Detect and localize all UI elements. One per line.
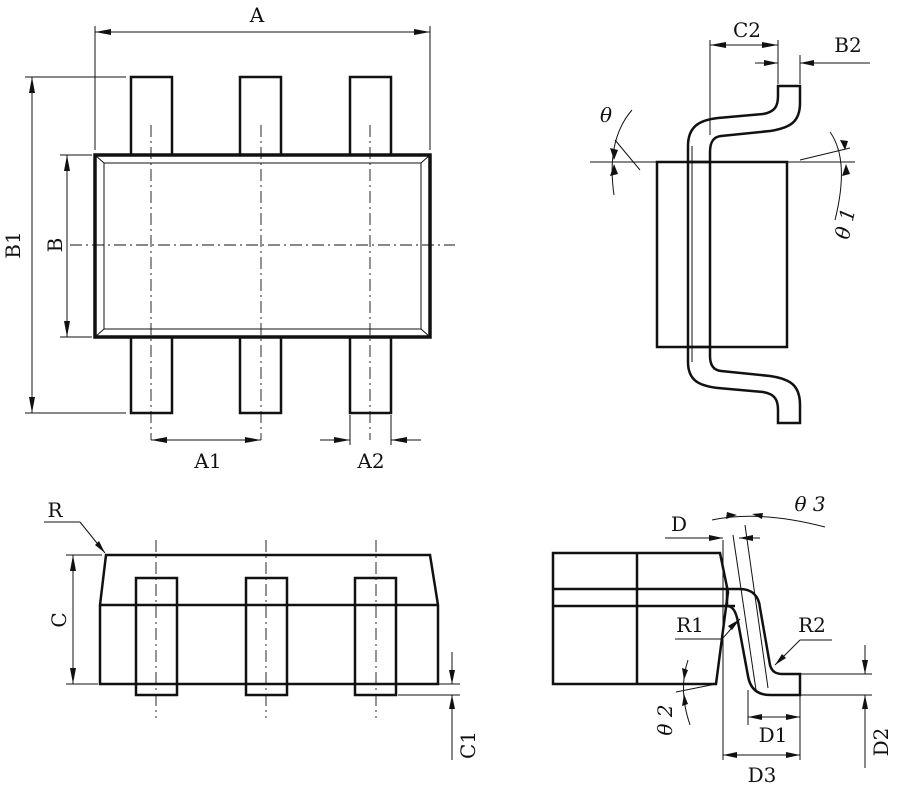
side-lead-bottom <box>686 345 802 425</box>
dimension-A: A <box>94 3 431 150</box>
label-R1: R1 <box>676 613 704 637</box>
label-A: A <box>249 3 265 27</box>
side-body <box>655 160 789 349</box>
radius-R: R <box>44 498 106 554</box>
label-B2: B2 <box>834 33 861 57</box>
label-B1: B1 <box>1 231 25 258</box>
lead-top-1 <box>129 75 174 159</box>
radius-R1: R1 <box>675 613 741 640</box>
label-D2: D2 <box>869 728 893 757</box>
detail-lead <box>725 587 802 697</box>
dimension-C: C <box>47 554 102 685</box>
front-lead-1 <box>134 576 179 697</box>
angle-theta1: θ 1 <box>787 131 860 241</box>
lead-bottom-1 <box>129 331 174 415</box>
label-theta2: θ 2 <box>653 704 677 735</box>
label-A1: A1 <box>193 449 221 473</box>
detail-view: D θ 3 R1 R2 θ <box>551 492 893 787</box>
lead-bottom-2 <box>238 331 283 415</box>
lead-top-2 <box>238 75 283 159</box>
dimension-C2: C2 <box>709 18 779 135</box>
label-B: B <box>43 238 67 253</box>
lead-bottom-3 <box>348 331 393 415</box>
construction-line <box>744 524 769 689</box>
bevel-line <box>94 154 105 164</box>
radius-R2: R2 <box>774 613 832 666</box>
label-C1: C1 <box>456 731 480 759</box>
label-theta1: θ 1 <box>830 206 860 241</box>
label-R: R <box>47 498 63 522</box>
bevel-line <box>420 154 431 164</box>
dimension-A2: A2 <box>320 415 421 473</box>
side-view: C2 B2 θ θ 1 <box>590 18 870 425</box>
bevel-line <box>94 328 105 338</box>
angle-theta3: θ 3 <box>711 492 826 528</box>
detail-body <box>551 551 730 686</box>
lead-top-3 <box>348 75 393 159</box>
dimension-B2: B2 <box>755 33 870 84</box>
dimension-D3: D3 <box>723 752 800 787</box>
label-D3: D3 <box>748 763 777 787</box>
dimension-D1: D1 <box>748 714 800 747</box>
front-lead-2 <box>244 576 289 697</box>
front-view: R C C1 <box>44 498 480 760</box>
dimension-A1: A1 <box>151 437 261 473</box>
dimension-D2: D2 <box>800 645 893 768</box>
dimension-B: B <box>43 154 92 338</box>
top-body-outer <box>93 153 432 339</box>
dimension-D: D <box>665 512 760 541</box>
label-D1: D1 <box>759 723 788 747</box>
dimension-B1: B1 <box>1 76 126 414</box>
front-lead-3 <box>353 576 398 697</box>
side-lead-top <box>686 84 802 164</box>
label-theta: θ <box>600 103 612 127</box>
bevel-line <box>420 328 431 338</box>
label-C: C <box>47 612 71 627</box>
angle-theta2: θ 2 <box>653 659 717 736</box>
construction-line <box>732 534 757 691</box>
dimension-C1: C1 <box>398 652 480 760</box>
front-body <box>98 553 440 686</box>
label-theta3: θ 3 <box>794 492 825 516</box>
label-A2: A2 <box>356 449 384 473</box>
top-body-inner <box>103 162 422 330</box>
angle-theta: θ <box>590 103 690 196</box>
top-view: A B1 B A1 <box>1 3 455 473</box>
label-D: D <box>671 512 687 536</box>
label-R2: R2 <box>798 613 826 637</box>
label-C2: C2 <box>733 18 761 42</box>
